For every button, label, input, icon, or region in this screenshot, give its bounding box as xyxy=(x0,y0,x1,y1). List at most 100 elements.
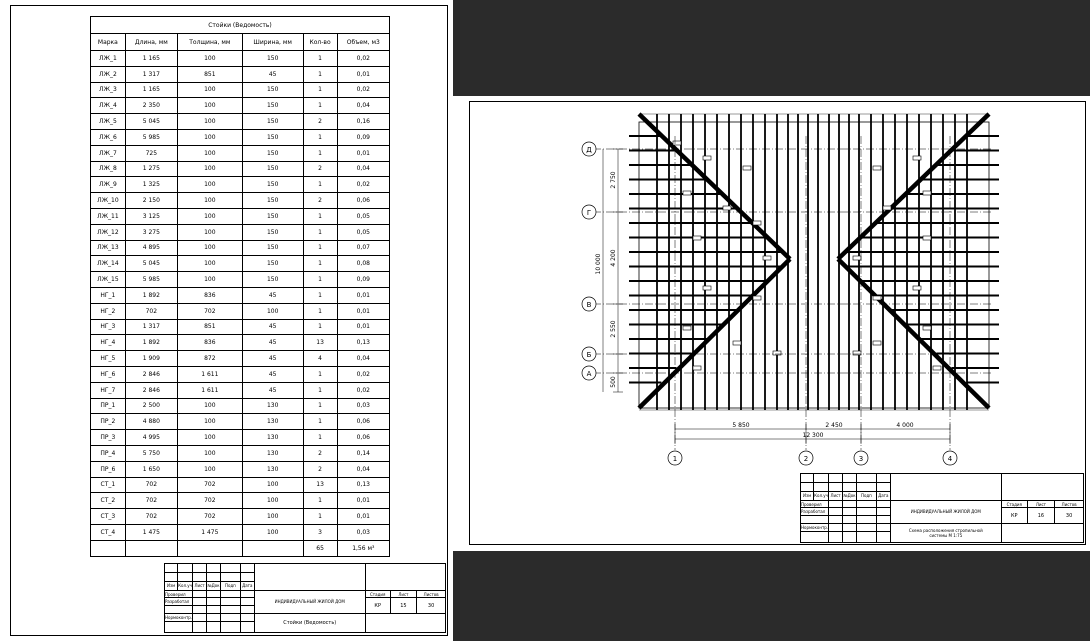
axis-row-b: Б xyxy=(587,351,592,359)
table-cell: 100 xyxy=(176,271,243,288)
sheets-total: 30 xyxy=(1054,507,1084,525)
table-cell: 100 xyxy=(176,429,243,446)
rack-marker xyxy=(752,295,762,301)
table-cell: 4 880 xyxy=(124,413,178,431)
rack-marker xyxy=(682,190,692,196)
axis-row-a: А xyxy=(587,370,592,378)
table-cell: 100 xyxy=(241,476,304,494)
table-cell: 1 xyxy=(302,239,338,257)
table-cell: 702 xyxy=(176,492,243,510)
table-cell: 1 xyxy=(302,176,338,194)
rack-marker xyxy=(872,340,882,346)
hip-rafter-nw xyxy=(637,112,792,261)
table-cell: 45 xyxy=(241,334,304,352)
table-cell: 100 xyxy=(176,239,243,257)
table-cell: 0,04 xyxy=(336,350,391,367)
table-cell: 2 350 xyxy=(124,97,178,115)
table-cell: 100 xyxy=(176,81,243,99)
table-cell: 150 xyxy=(241,81,304,99)
table-cell: 100 xyxy=(176,50,243,67)
table-cell: 150 xyxy=(241,50,304,67)
table-cell: 4 895 xyxy=(124,239,178,257)
table-cell: 150 xyxy=(241,176,304,194)
table-cell: 1 xyxy=(302,286,338,304)
rafter-plan-sheet: Д Г В Б А 1 2 3 4 2 750 4 200 2 550 500 … xyxy=(453,96,1090,551)
table-cell: 100 xyxy=(176,160,243,178)
table-cell: 100 xyxy=(176,97,243,115)
table-cell: 100 xyxy=(241,492,304,510)
rack-marker xyxy=(762,255,772,261)
table-cell: 1 xyxy=(302,65,338,83)
dim-left-2: 4 200 xyxy=(610,249,617,266)
table-cell: 2 846 xyxy=(124,381,178,399)
table-cell: 150 xyxy=(241,192,304,209)
table-cell: 0,01 xyxy=(336,144,391,162)
table-cell: 2 500 xyxy=(124,397,178,415)
axis-bubbles xyxy=(581,141,958,466)
table-cell: СТ_2 xyxy=(90,492,126,510)
table-cell: 0,02 xyxy=(336,176,391,194)
table-cell: ПР_2 xyxy=(90,413,126,431)
title-block: Изм Кол.уч Лист №Док Подп Дата Проверил … xyxy=(163,563,447,634)
schedule-header-cell: Толщина, мм xyxy=(176,33,243,51)
table-cell: ЛЖ_4 xyxy=(90,97,126,115)
table-cell: 1 xyxy=(302,318,338,336)
table-cell: НГ_5 xyxy=(90,350,126,367)
rack-marker xyxy=(922,325,932,331)
table-cell: 0,02 xyxy=(336,50,391,67)
table-cell: 0,03 xyxy=(336,523,391,541)
dim-left-3: 2 550 xyxy=(610,320,617,337)
table-cell: 0,06 xyxy=(336,413,391,431)
table-cell: 1 325 xyxy=(124,176,178,194)
table-cell: 0,01 xyxy=(336,286,391,304)
dim-bottom-total: 12 300 xyxy=(803,432,824,439)
rack-marker xyxy=(772,350,782,356)
stamp-checked: Проверил xyxy=(799,499,830,509)
table-cell: 1 xyxy=(302,255,338,273)
table-cell: ПР_6 xyxy=(90,460,126,478)
table-cell: 1 xyxy=(302,271,338,288)
schedule-total-row: 65 1,56 м³ xyxy=(90,539,391,557)
total-count: 65 xyxy=(302,539,338,557)
bottom-dimensions xyxy=(674,424,951,444)
table-cell: ЛЖ_7 xyxy=(90,144,126,162)
rack-marker xyxy=(922,190,932,196)
table-cell: 130 xyxy=(241,460,304,478)
stamp-developed: Разработал xyxy=(799,507,830,517)
rack-marker xyxy=(752,220,762,226)
table-cell: 150 xyxy=(241,144,304,162)
table-cell: 4 xyxy=(302,350,338,367)
rack-marker xyxy=(912,155,922,161)
table-cell: 45 xyxy=(241,65,304,83)
table-cell: 100 xyxy=(241,523,304,541)
table-cell: 702 xyxy=(176,508,243,525)
table-cell: 702 xyxy=(176,302,243,320)
table-cell: ЛЖ_2 xyxy=(90,65,126,83)
table-cell: 0,09 xyxy=(336,128,391,146)
table-cell: НГ_3 xyxy=(90,318,126,336)
table-cell: 1 xyxy=(302,397,338,415)
hip-rafter-se xyxy=(836,257,991,410)
table-cell: 0,01 xyxy=(336,492,391,510)
table-cell: СТ_3 xyxy=(90,508,126,525)
table-cell: 1 xyxy=(302,207,338,225)
rafter-plan-drawing: Д Г В Б А 1 2 3 4 2 750 4 200 2 550 500 … xyxy=(581,112,999,466)
table-cell: 1 xyxy=(302,381,338,399)
table-cell: 0,05 xyxy=(336,223,391,241)
table-cell: 0,02 xyxy=(336,365,391,383)
dim-left-4: 500 xyxy=(610,376,617,388)
table-cell: 1 475 xyxy=(176,523,243,541)
rack-marker xyxy=(872,165,882,171)
